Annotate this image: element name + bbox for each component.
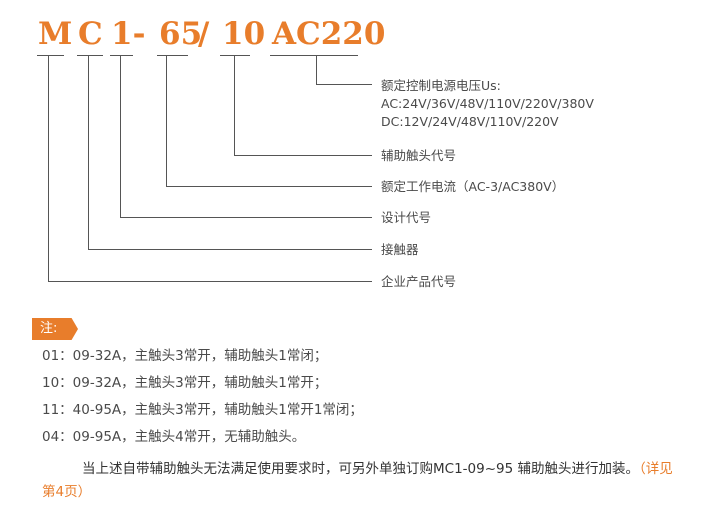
paragraph-text: 当上述自带辅助触头无法满足使用要求时，可另外单独订购MC1-09~95 辅助触头… — [82, 461, 639, 477]
label-company-code: 企业产品代号 — [381, 274, 457, 289]
note-badge: 注: — [32, 318, 78, 340]
label-voltage-title: 额定控制电源电压Us: — [381, 78, 501, 93]
label-rated-current: 额定工作电流（AC-3/AC380V） — [381, 179, 565, 194]
note-item-01: 01：09-32A，主触头3常开，辅助触头1常闭； — [42, 348, 328, 364]
code-part-10: 10 — [222, 16, 266, 52]
code-part-c: C — [78, 16, 103, 52]
label-aux-contact-code: 辅助触头代号 — [381, 148, 457, 163]
code-part-65: 65 — [159, 16, 203, 52]
label-contactor: 接触器 — [381, 242, 419, 257]
code-part-m: M — [38, 16, 73, 52]
note-item-04: 04：09-95A，主触头4常开，无辅助触头。 — [42, 429, 306, 445]
code-part-ac: AC220 — [272, 16, 386, 52]
label-voltage-ac: AC:24V/36V/48V/110V/220V/380V — [381, 96, 594, 111]
paragraph-page-reference: （详见第4页） — [42, 461, 673, 500]
label-voltage-dc: DC:12V/24V/48V/110V/220V — [381, 114, 559, 129]
code-slash: / — [198, 16, 210, 52]
note-item-11: 11：40-95A，主触头3常开，辅助触头1常开1常闭； — [42, 402, 363, 418]
supplement-paragraph: 当上述自带辅助触头无法满足使用要求时，可另外单独订购MC1-09~95 辅助触头… — [42, 458, 682, 504]
label-design-code: 设计代号 — [381, 210, 432, 225]
code-part-1: 1- — [111, 16, 146, 52]
note-item-10: 10：09-32A，主触头3常开，辅助触头1常开； — [42, 375, 328, 391]
